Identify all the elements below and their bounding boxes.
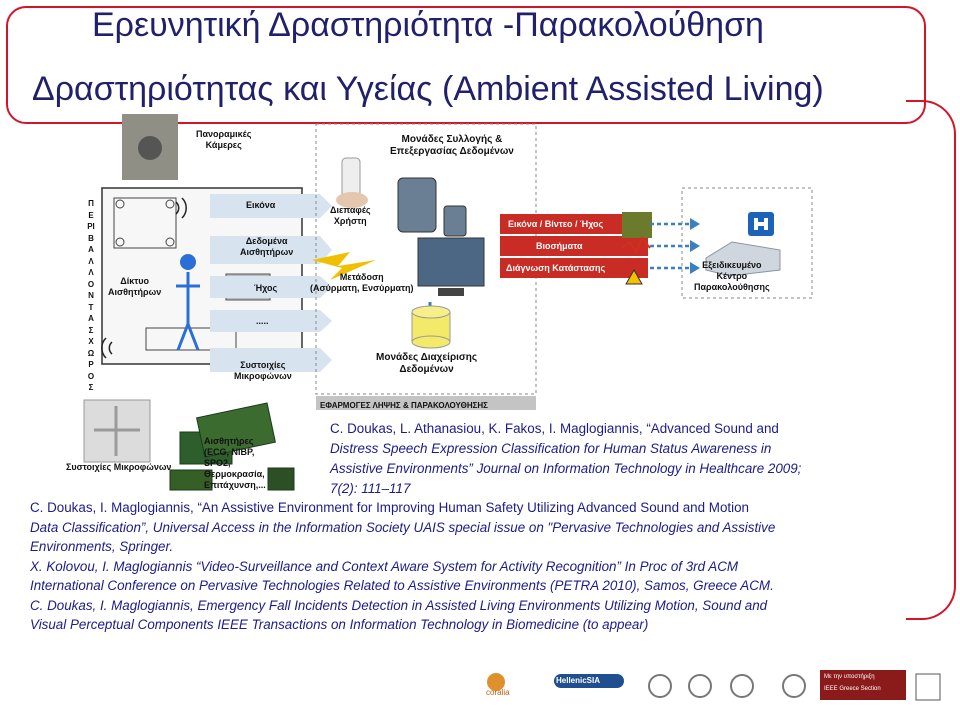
tablet-icon — [397, 177, 437, 233]
monitor-icon — [417, 237, 485, 287]
label-transmission: Μετάδοση(Ασύρματη, Ενσύρματη) — [310, 272, 414, 293]
seal-logo-4 — [782, 674, 806, 698]
camera-output-thumb — [622, 212, 652, 238]
reference-1-line-4: 7(2): 111–117 — [330, 481, 411, 496]
label-image: Εικόνα — [246, 200, 276, 210]
label-collection-units: Μονάδες Συλλογής &Επεξεργασίας Δεδομένων — [390, 134, 514, 157]
label-dots: ..... — [256, 316, 269, 326]
seal-logo-2 — [688, 674, 712, 698]
hellenicsia-text: HellenicSIA — [556, 676, 601, 685]
caption-sensors: Αισθητήρες(ECG, NIBP,SPO2,Θερμοκρασία,Επ… — [204, 436, 266, 490]
warning-icon — [625, 268, 643, 285]
university-logo — [915, 673, 941, 701]
pda-icon — [443, 205, 467, 237]
label-image-video-sound: Εικόνα / Βίντεο / Ήχος — [508, 219, 604, 229]
label-applications: ΕΦΑΡΜΟΓΕΣ ΛΗΨΗΣ & ΠΑΡΑΚΟΛΟΥΘΗΣΗΣ — [320, 401, 488, 410]
lightning-icon — [312, 252, 376, 280]
side-frame — [906, 100, 956, 620]
hospital-building — [705, 241, 781, 277]
label-biosignals: Βιοσήματα — [536, 241, 583, 251]
reference-2-line-2: Data Classification”, Universal Access i… — [30, 520, 776, 535]
title-frame — [6, 6, 926, 124]
reference-2-line-3: Environments, Springer. — [30, 539, 174, 554]
output-box-biosignals — [500, 236, 648, 256]
seal-logo-1 — [648, 674, 672, 698]
ieee-text: IEEE Greece Section — [824, 686, 881, 692]
output-box-image — [500, 214, 648, 234]
person-figure — [176, 272, 200, 351]
label-diagnosis: Διάγνωση Κατάστασης — [506, 263, 606, 273]
reference-3-line-2: International Conference on Pervasive Te… — [30, 578, 774, 593]
slide-title-line-1: Ερευνητική Δραστηριότητα -Παρακολούθηση — [92, 6, 764, 44]
reference-2-line-1: C. Doukas, I. Maglogiannis, “An Assistiv… — [30, 500, 749, 515]
hellenicsia-logo — [554, 674, 624, 688]
logo-strip — [487, 670, 941, 701]
reference-1-line-3: Assistive Environments” Journal on Infor… — [330, 461, 802, 476]
coralia-logo — [487, 673, 505, 691]
reference-4-line-1: C. Doukas, I. Maglogiannis, Emergency Fa… — [30, 598, 768, 613]
sponsor-text: Με την υποστήριξη — [824, 674, 875, 680]
seal-logo-3 — [730, 674, 754, 698]
applications-bar — [316, 396, 536, 410]
label-environment-space: ΠΕΡΙΒΑΛΛΟΝΤΑΣ ΧΩΡΟΣ — [87, 199, 95, 392]
caption-mic-arrays: Συστοιχίες Μικροφώνων — [66, 462, 172, 472]
reference-4-line-2: Visual Perceptual Components IEEE Transa… — [30, 617, 649, 632]
table-icon — [113, 197, 177, 249]
controller-icon — [341, 157, 361, 199]
system-diagram — [83, 114, 813, 491]
slide-title-line-2: Δραστηριότητας και Υγείας (Ambient Assis… — [32, 70, 824, 108]
reference-1-line-1: C. Doukas, L. Athanasiou, K. Fakos, I. M… — [330, 421, 779, 436]
label-sound: Ήχος — [254, 283, 278, 293]
ecg-output-thumb — [621, 236, 651, 255]
reference-1-line-2: Distress Speech Expression Classificatio… — [330, 441, 772, 456]
output-box-diagnosis — [500, 258, 648, 278]
reference-3-line-1: X. Kolovou, I. Maglogiannis “Video-Surve… — [30, 559, 739, 574]
ieee-banner-logo — [820, 670, 906, 700]
coralia-text: coralia — [486, 688, 510, 697]
